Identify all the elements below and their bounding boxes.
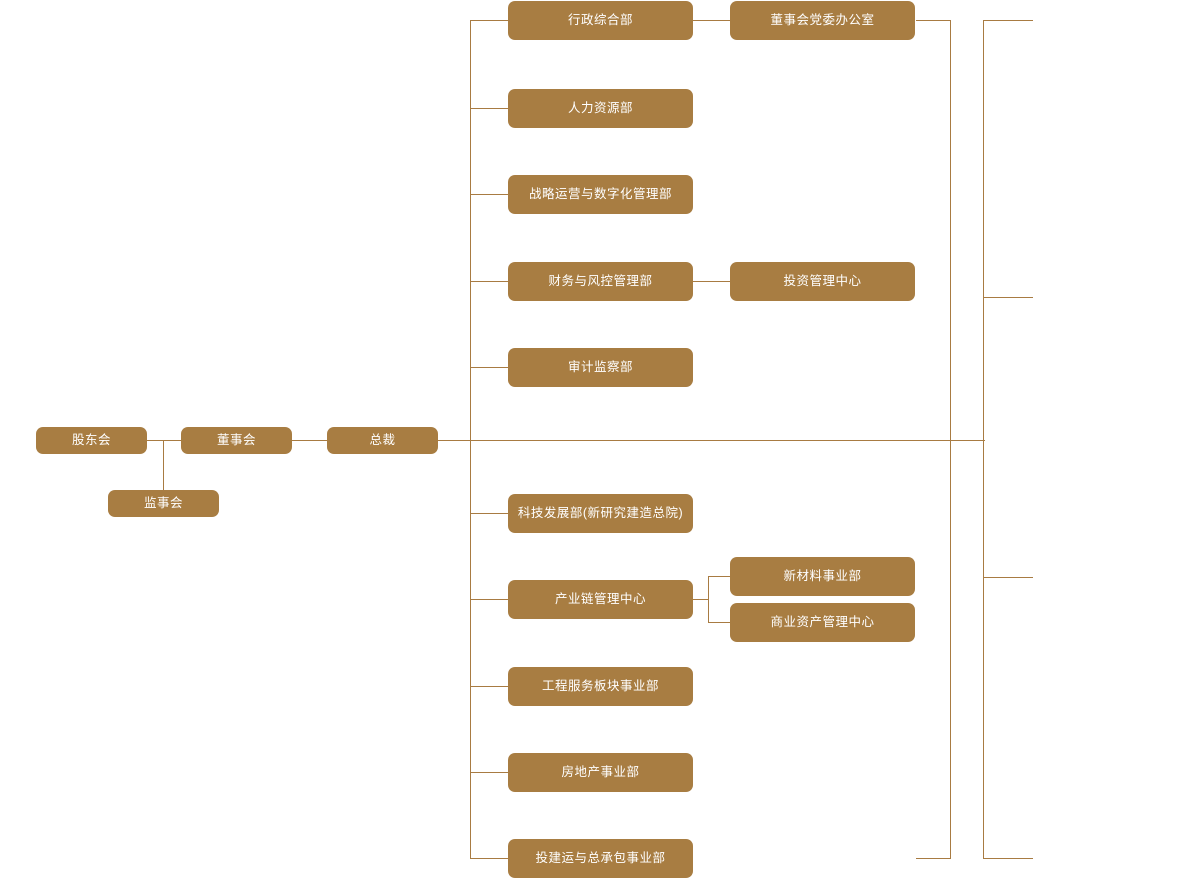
connector-shareholders-to-board <box>147 440 182 442</box>
connector-branch-engineering-services <box>470 686 509 688</box>
node-administration-department[interactable]: 行政综合部 <box>508 1 693 40</box>
node-technology-development-department[interactable]: 科技发展部(新研究建造总院) <box>508 494 693 533</box>
connector-right-rail-stub-top <box>983 20 1033 22</box>
node-strategy-digital-department[interactable]: 战略运营与数字化管理部 <box>508 175 693 214</box>
connector-branch-human-resources <box>470 108 509 110</box>
connector-branch-administration <box>470 20 509 22</box>
connector-branch-real-estate <box>470 772 509 774</box>
node-board-of-directors[interactable]: 董事会 <box>181 427 292 454</box>
connector-administration-to-party-office <box>693 20 731 22</box>
node-investment-construction-general-contracting-division[interactable]: 投建运与总承包事业部 <box>508 839 693 878</box>
node-president[interactable]: 总裁 <box>327 427 438 454</box>
node-audit-supervision-department[interactable]: 审计监察部 <box>508 348 693 387</box>
connector-board-to-president <box>291 440 327 442</box>
node-engineering-services-division[interactable]: 工程服务板块事业部 <box>508 667 693 706</box>
connector-branch-industry-chain <box>470 599 509 601</box>
connector-right-rail-inner-bottom <box>916 858 951 860</box>
connector-industry-chain-to-commercial-assets <box>708 622 731 624</box>
node-investment-management-center[interactable]: 投资管理中心 <box>730 262 915 301</box>
connector-finance-to-investment-center <box>693 281 731 283</box>
connector-department-spine-lower <box>470 440 472 859</box>
connector-right-rail-inner <box>950 20 952 859</box>
connector-right-rail-stub-lower-mid <box>983 577 1033 579</box>
node-human-resources-department[interactable]: 人力资源部 <box>508 89 693 128</box>
connector-industry-chain-bracket <box>708 576 710 623</box>
connector-right-rail-stub-upper-mid <box>983 297 1033 299</box>
node-supervisory-board[interactable]: 监事会 <box>108 490 219 517</box>
connector-branch-audit-supervision <box>470 367 509 369</box>
connector-right-rail-stub-bottom <box>983 858 1033 860</box>
node-new-materials-division[interactable]: 新材料事业部 <box>730 557 915 596</box>
connector-board-to-supervisory-vertical <box>163 440 165 504</box>
node-industry-chain-management-center[interactable]: 产业链管理中心 <box>508 580 693 619</box>
connector-party-office-to-right-rail <box>916 20 951 22</box>
node-board-party-committee-office[interactable]: 董事会党委办公室 <box>730 1 915 40</box>
connector-branch-technology-development <box>470 513 509 515</box>
node-real-estate-division[interactable]: 房地产事业部 <box>508 753 693 792</box>
connector-right-rail-outer <box>983 20 985 859</box>
connector-branch-finance-risk <box>470 281 509 283</box>
node-finance-risk-department[interactable]: 财务与风控管理部 <box>508 262 693 301</box>
connector-department-spine-upper <box>470 20 472 441</box>
node-shareholders-meeting[interactable]: 股东会 <box>36 427 147 454</box>
connector-industry-chain-stem <box>693 599 709 601</box>
connector-branch-investment-construction <box>470 858 509 860</box>
node-commercial-asset-management-center[interactable]: 商业资产管理中心 <box>730 603 915 642</box>
connector-branch-strategy-digital <box>470 194 509 196</box>
connector-industry-chain-to-new-materials <box>708 576 731 578</box>
connector-president-main-spine <box>437 440 985 442</box>
